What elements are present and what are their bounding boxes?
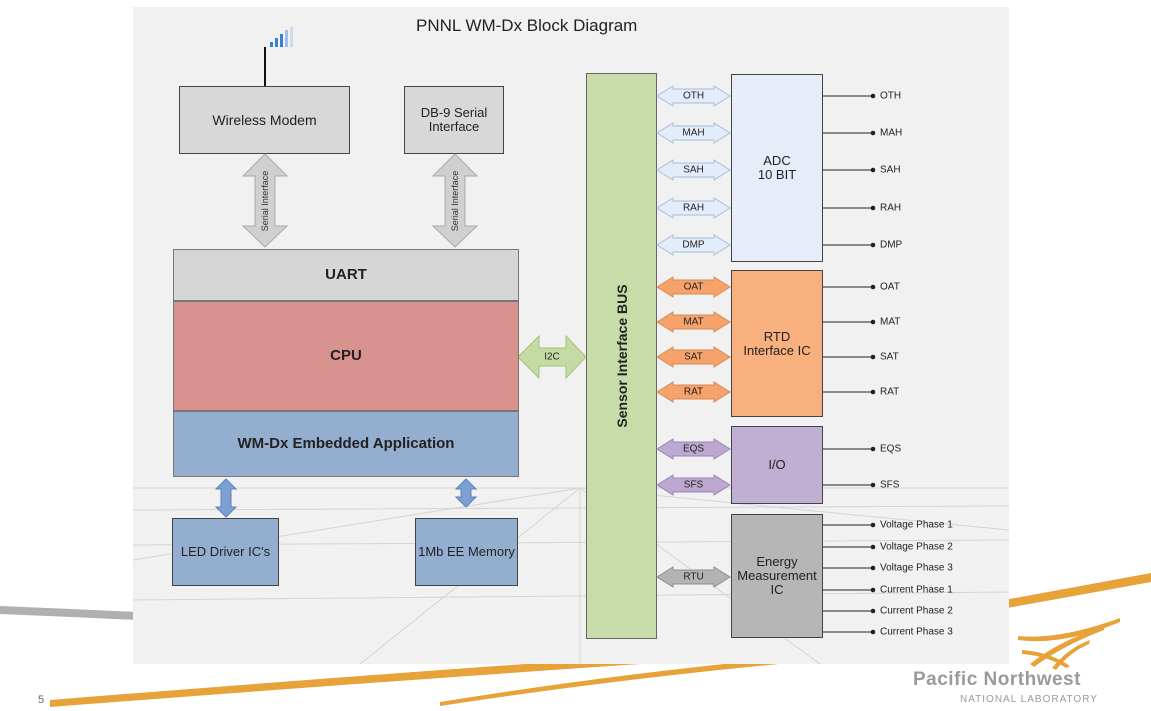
led-driver-block: LED Driver IC's: [172, 518, 279, 586]
adc-arrow-sah: [656, 159, 731, 181]
energy-output-2-label: Voltage Phase 2: [880, 541, 953, 553]
adc-arrow-mah-label: MAH: [682, 127, 705, 139]
adc-arrow-mah: [656, 122, 731, 144]
rtd-arrow-oat: [656, 276, 731, 298]
adc-output-oth-terminal: [870, 93, 876, 99]
io-output-eqs-terminal: [870, 446, 876, 452]
adc-arrow-dmp-label: DMP: [682, 239, 705, 251]
wireless-modem-block: Wireless Modem: [179, 86, 350, 154]
io-arrow-sfs: [656, 474, 731, 496]
rtd-output-rat-terminal: [870, 389, 876, 395]
diagram-title: PNNL WM-Dx Block Diagram: [416, 16, 638, 35]
energy-output-6-terminal: [870, 629, 876, 635]
adc-output-dmp-terminal: [870, 242, 876, 248]
adc-output-sah-terminal: [870, 167, 876, 173]
rtd-arrow-sat-label: SAT: [684, 351, 703, 363]
rtd-output-oat-terminal: [870, 284, 876, 290]
energy-output-5-terminal: [870, 608, 876, 614]
adc-output-rah-terminal: [870, 205, 876, 211]
rtd-arrow-rat: [656, 381, 731, 403]
eeprom-block: 1Mb EE Memory: [415, 518, 518, 586]
adc-arrow-rah-label: RAH: [682, 202, 705, 214]
energy-output-4-terminal: [870, 587, 876, 593]
rtd-output-mat-terminal: [870, 319, 876, 325]
adc-output-mah-label: MAH: [880, 127, 903, 139]
adc-arrow-sah-label: SAH: [683, 164, 704, 176]
energy-measurement-block: Energy Measurement IC: [731, 514, 823, 638]
adc-arrow-rah: [656, 197, 731, 219]
io-arrow-eqs: [656, 438, 731, 460]
energy-output-1-label: Voltage Phase 1: [880, 519, 953, 531]
pnnl-logo-name: Pacific Northwest: [913, 669, 1081, 690]
pnnl-logo-subtitle: NATIONAL LABORATORY: [960, 694, 1098, 705]
sensor-interface-bus: Sensor Interface BUS: [586, 73, 657, 639]
adc-arrow-dmp: [656, 234, 731, 256]
rtd-interface-block: RTD Interface IC: [731, 270, 823, 417]
cpu-block: CPU: [173, 301, 519, 411]
io-output-sfs-terminal: [870, 482, 876, 488]
adc-output-mah-terminal: [870, 130, 876, 136]
adc-arrow-oth-label: OTH: [682, 90, 705, 102]
io-output-sfs-label: SFS: [880, 479, 900, 491]
energy-output-1-terminal: [870, 522, 876, 528]
embedded-application-block: WM-Dx Embedded Application: [173, 411, 519, 477]
rtd-output-sat-label: SAT: [880, 351, 899, 363]
adc-output-dmp-label: DMP: [880, 239, 903, 251]
io-block: I/O: [731, 426, 823, 504]
rtd-arrow-rat-label: RAT: [683, 386, 704, 398]
rtd-output-rat-label: RAT: [880, 386, 900, 398]
rtd-arrow-mat-label: MAT: [683, 316, 704, 328]
io-arrow-sfs-label: SFS: [683, 479, 704, 491]
adc-output-rah-label: RAH: [880, 202, 902, 214]
io-output-eqs-label: EQS: [880, 443, 902, 455]
energy-output-4-label: Current Phase 1: [880, 584, 953, 596]
rtd-output-mat-label: MAT: [880, 316, 901, 328]
rtd-arrow-mat: [656, 311, 731, 333]
rtd-output-oat-label: OAT: [880, 281, 900, 293]
energy-output-2-terminal: [870, 544, 876, 550]
energy-output-6-label: Current Phase 3: [880, 626, 953, 638]
uart-block: UART: [173, 249, 519, 301]
adc-block: ADC 10 BIT: [731, 74, 823, 262]
adc-output-oth-label: OTH: [880, 90, 902, 102]
db9-serial-block: DB-9 Serial Interface: [404, 86, 504, 154]
io-arrow-eqs-label: EQS: [682, 443, 705, 455]
energy-output-5-label: Current Phase 2: [880, 605, 953, 617]
energy-output-3-terminal: [870, 565, 876, 571]
energy-arrow-rtu: [656, 566, 731, 588]
energy-output-3-label: Voltage Phase 3: [880, 562, 953, 574]
i2c-label: I2C: [544, 351, 560, 363]
energy-arrow-rtu-label: RTU: [683, 571, 704, 583]
rtd-arrow-sat: [656, 346, 731, 368]
adc-arrow-oth: [656, 85, 731, 107]
rtd-output-sat-terminal: [870, 354, 876, 360]
adc-output-sah-label: SAH: [880, 164, 901, 176]
page-number: 5: [38, 694, 45, 706]
rtd-arrow-oat-label: OAT: [683, 281, 704, 293]
